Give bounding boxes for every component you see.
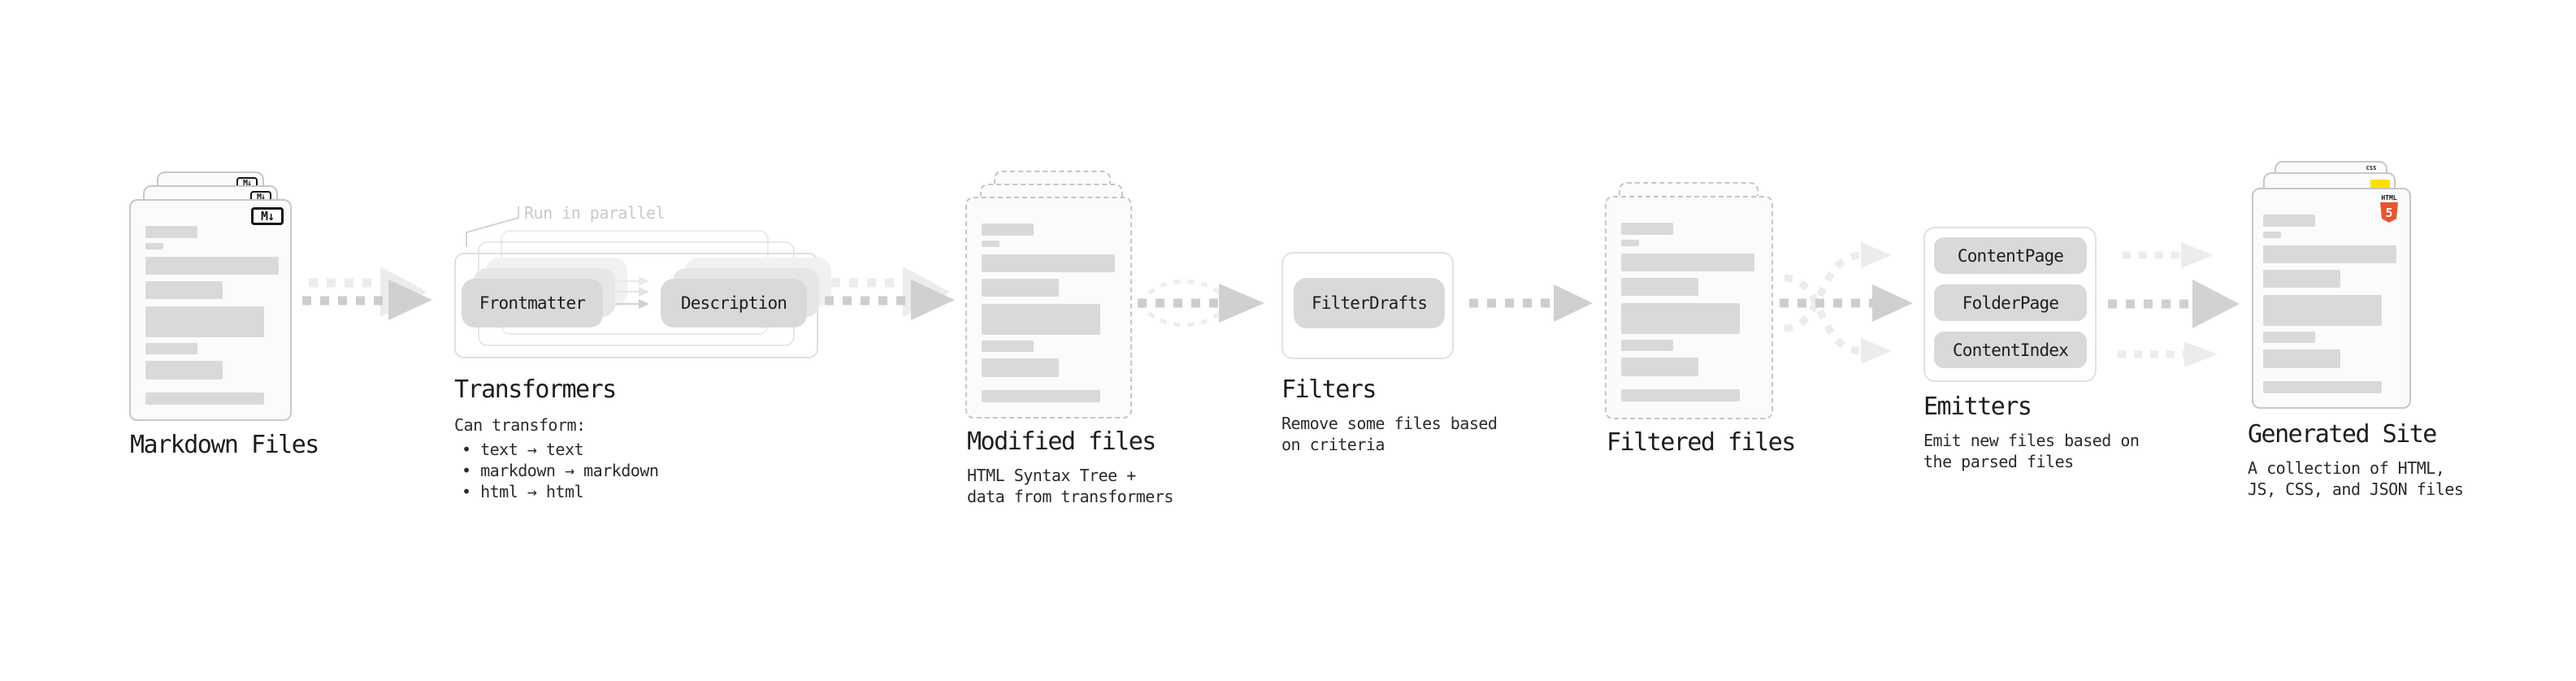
modified-files-caption: data from transformers (967, 487, 1173, 506)
skeleton-text-bar (145, 306, 264, 337)
transformers-bullet: • text → text (462, 440, 584, 459)
html5-icon: HTML 5 (2380, 195, 2398, 223)
skeleton-text-bar (2263, 270, 2340, 288)
flow-arrow-modified-to-filters (1137, 279, 1264, 327)
skeleton-text-bar (1621, 254, 1754, 271)
flow-arrow-emitters-to-generated (2108, 242, 2240, 367)
skeleton-text-bar (1621, 358, 1698, 376)
skeleton-text-bar (145, 257, 279, 275)
filtered-file-card-front (1605, 196, 1773, 419)
js-badge-icon (2370, 180, 2390, 189)
skeleton-text-bar (982, 358, 1059, 377)
modified-file-card-front (965, 197, 1132, 419)
skeleton-text-bar (145, 243, 163, 249)
flow-arrow-transformers-to-modified (825, 267, 955, 320)
filters-caption: on criteria (1281, 435, 1385, 454)
skeleton-text-bar (982, 223, 1034, 236)
skeleton-text-bar (145, 343, 197, 354)
flow-arrow-filters-to-filtered (1469, 284, 1593, 322)
skeleton-text-bar (145, 393, 264, 405)
skeleton-text-bar (2263, 295, 2382, 326)
flow-arrow-markdown-to-transformers (302, 267, 432, 320)
skeleton-text-bar (145, 361, 223, 380)
filtered-files-title: Filtered files (1607, 428, 1796, 457)
skeleton-text-bar (2263, 215, 2315, 227)
mini-arrow-icon (616, 276, 649, 286)
skeleton-text-bar (982, 340, 1034, 352)
note-leader-line (466, 206, 519, 247)
mini-arrow-icon (616, 287, 649, 297)
generated-site-title: Generated Site (2248, 420, 2437, 449)
flow-arrow-filtered-to-emitters (1780, 242, 1913, 364)
skeleton-text-bar (1621, 223, 1673, 235)
markdown-file-card-front: M↓ (129, 199, 292, 421)
skeleton-text-bar (145, 281, 223, 299)
skeleton-text-bar (1621, 340, 1673, 351)
skeleton-text-bar (2263, 245, 2396, 263)
skeleton-text-bar (1621, 278, 1698, 296)
skeleton-text-bar (982, 304, 1100, 335)
filters-caption: Remove some files based (1281, 414, 1498, 433)
filterdrafts-pill: FilterDrafts (1294, 278, 1445, 328)
skeleton-text-bar (145, 226, 197, 238)
skeleton-text-bar (982, 241, 1000, 247)
transformers-title: Transformers (454, 375, 617, 404)
description-pill: Description (661, 279, 807, 327)
skeleton-text-bar (1621, 389, 1740, 401)
skeleton-text-bar (2263, 381, 2382, 393)
skeleton-text-bar (982, 279, 1059, 297)
markdown-files-title: Markdown Files (130, 431, 319, 459)
markdown-icon: M↓ (251, 207, 284, 225)
emitters-caption: the parsed files (1923, 452, 2074, 471)
filters-title: Filters (1281, 375, 1377, 404)
skeleton-text-bar (2263, 349, 2340, 368)
modified-files-title: Modified files (967, 427, 1156, 456)
skeleton-text-bar (2263, 332, 2315, 343)
modified-files-caption: HTML Syntax Tree + (967, 466, 1136, 485)
transformers-caption: Can transform: (454, 415, 586, 435)
contentpage-pill: ContentPage (1934, 237, 2087, 274)
generated-site-caption: JS, CSS, and JSON files (2248, 479, 2464, 499)
contentindex-pill: ContentIndex (1934, 332, 2087, 368)
skeleton-text-bar (982, 254, 1115, 272)
skeleton-text-bar (982, 390, 1100, 402)
folderpage-pill: FolderPage (1934, 284, 2087, 321)
transformers-bullet: • markdown → markdown (462, 461, 659, 480)
emitters-title: Emitters (1923, 393, 2032, 421)
generated-file-card-html: HTML 5 (2252, 188, 2411, 409)
transformers-bullet: • html → html (462, 482, 584, 501)
generated-site-caption: A collection of HTML, (2248, 458, 2445, 478)
skeleton-text-bar (1621, 303, 1740, 334)
run-in-parallel-note: Run in parallel (524, 203, 666, 223)
skeleton-text-bar (1621, 240, 1639, 246)
emitters-caption: Emit new files based on (1923, 431, 2140, 450)
skeleton-text-bar (2263, 232, 2281, 238)
mini-arrow-icon (616, 299, 649, 309)
frontmatter-pill: Frontmatter (462, 279, 603, 327)
